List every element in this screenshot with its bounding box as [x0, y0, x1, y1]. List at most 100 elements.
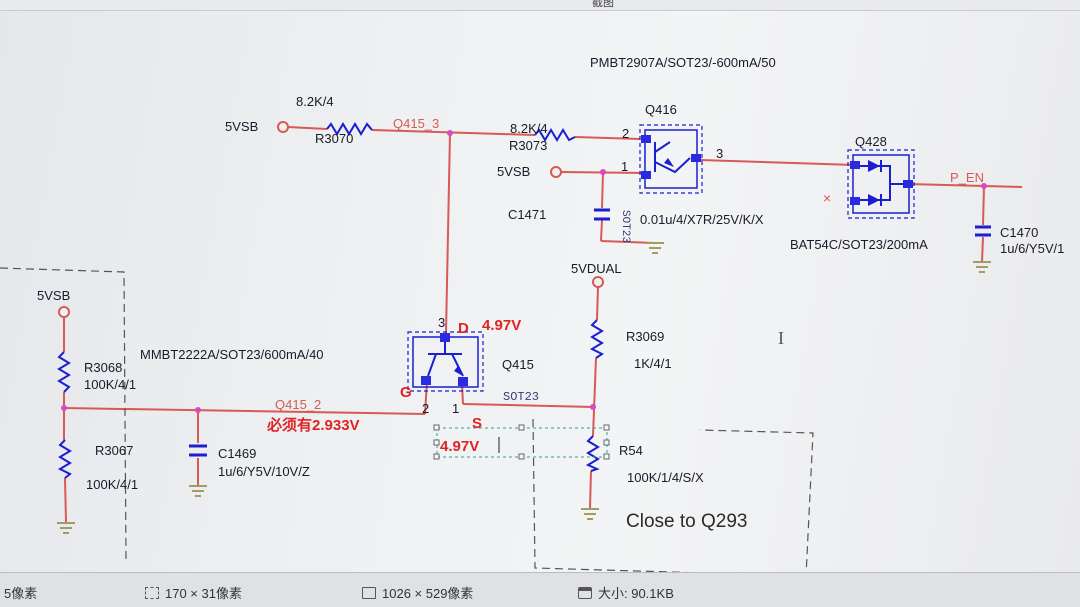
- label-q416-pin3: 3: [716, 146, 723, 161]
- q416-arrow: [664, 158, 674, 167]
- wire-c1470-drop: [982, 185, 985, 226]
- wire-c1470-ground: [981, 236, 984, 263]
- wires: [63, 126, 1023, 523]
- resistor-r3067: [57, 439, 72, 479]
- ground-r3067: [57, 522, 75, 534]
- status-selection-size: 170 × 31像素: [165, 586, 242, 601]
- label-q415-ref: Q415: [502, 357, 534, 372]
- label-q415-2-net: Q415_2: [275, 397, 321, 412]
- label-c1470-value: 1u/6/Y5V/1: [1000, 241, 1064, 256]
- resistor-r3069: [589, 319, 604, 359]
- label-q416-pin1: 1: [621, 159, 628, 174]
- label-pen-net: P_EN: [950, 170, 984, 185]
- label-r3069-value: 1K/4/1: [634, 356, 672, 371]
- region-close-to-q293: [532, 418, 814, 577]
- junction-c1470: [981, 183, 987, 189]
- annotation-g-required: 必须有2.933V: [266, 416, 360, 434]
- label-sot23-c1471: SOT23: [619, 210, 631, 243]
- junctions: [61, 130, 987, 413]
- no-connect-mark: ×: [823, 190, 831, 206]
- wire-r54-ground: [589, 470, 592, 509]
- resistor-r3070: [326, 122, 373, 136]
- label-r3069-ref: R3069: [626, 329, 664, 344]
- label-q415-package: SOT23: [503, 390, 539, 404]
- wire-emitter-node: [462, 403, 594, 408]
- label-r54-ref: R54: [619, 443, 643, 458]
- resistor-r54: [585, 435, 600, 472]
- port-5vsb-left: [58, 306, 70, 318]
- label-q428-part: BAT54C/SOT23/200mA: [790, 237, 928, 252]
- status-image-size: 1026 × 529像素: [382, 586, 474, 601]
- diode-q428: [847, 149, 915, 219]
- resistor-r3073: [534, 128, 576, 142]
- q416-pin-base: [641, 135, 651, 143]
- label-q416-pin2: 2: [622, 126, 629, 141]
- resistor-r3068: [57, 351, 71, 393]
- selection-icon: [145, 587, 159, 599]
- junction-c1469: [195, 407, 201, 413]
- port-5vsb-top: [277, 121, 289, 133]
- status-file-size: 大小: 90.1KB: [598, 586, 674, 601]
- label-c1471-ref: C1471: [508, 207, 546, 222]
- junction-left-node: [61, 405, 67, 411]
- grounds: [57, 242, 991, 534]
- q428-outline: [847, 149, 915, 219]
- q416-symbol: [654, 141, 691, 174]
- junction-emitter-node: [590, 404, 596, 410]
- status-left-text: 5像素: [4, 586, 38, 601]
- capacitors: [189, 208, 991, 457]
- wire-c1471-bottom: [600, 219, 603, 242]
- label-c1469-ref: C1469: [218, 446, 256, 461]
- q415-outline: [407, 331, 484, 392]
- label-c1471-value: 0.01u/4/X7R/25V/K/X: [640, 212, 764, 227]
- wire-c1471-top: [601, 171, 604, 209]
- label-r3068-ref: R3068: [84, 360, 122, 375]
- port-5vsb-mid: [550, 166, 562, 178]
- junction-q415-3: [447, 130, 453, 136]
- power-ports: [58, 121, 604, 318]
- label-q415-part: MMBT2222A/SOT23/600mA/40: [140, 347, 324, 362]
- transistor-q415: [407, 331, 484, 392]
- region-left: [0, 267, 127, 561]
- wire-5vdual: [596, 286, 599, 321]
- label-r3070-ref: R3070: [315, 131, 353, 146]
- status-selection: 170 × 31像素: [145, 583, 242, 602]
- selection-handles: [433, 424, 610, 460]
- image-size-icon: [362, 587, 376, 599]
- label-c1469-value: 1u/6/Y5V/10V/Z: [218, 464, 310, 479]
- disk-icon: [578, 587, 592, 599]
- q428-wiring: [860, 160, 904, 206]
- ground-c1471: [646, 242, 664, 254]
- label-5vdual: 5VDUAL: [571, 261, 622, 276]
- annotation-g-pin: G: [400, 384, 412, 401]
- label-5vsb-left: 5VSB: [37, 288, 70, 303]
- wire-q428-to-pen: [907, 183, 1023, 188]
- label-q416-ref: Q416: [645, 102, 677, 117]
- component-labels: PMBT2907A/SOT23/-600mA/50 8.2K/4 5VSB R3…: [37, 55, 1064, 532]
- q415-symbol: [427, 342, 464, 377]
- label-r3067-value: 100K/4/1: [86, 477, 138, 492]
- q415-pin-base: [421, 376, 431, 385]
- wire-to-q416-base: [574, 136, 641, 140]
- label-r3067-ref: R3067: [95, 443, 133, 458]
- annotation-d-voltage: 4.97V: [482, 317, 521, 334]
- voltage-annotations: D 4.97V G 必须有2.933V S 4.97V: [266, 317, 521, 455]
- label-r3070-value: 8.2K/4: [296, 94, 334, 109]
- ground-r54: [581, 508, 599, 520]
- window-title: 截图: [592, 0, 614, 9]
- window-titlebar: 截图: [0, 0, 1080, 11]
- wire-q416-to-q428: [699, 159, 856, 166]
- label-close-to-q293: Close to Q293: [626, 511, 747, 532]
- label-r3073-ref: R3073: [509, 138, 547, 153]
- label-q415-pin3: 3: [438, 315, 445, 330]
- annotation-s-voltage: 4.97V: [440, 438, 479, 455]
- label-q415-3-net: Q415_3: [393, 116, 439, 131]
- q416-outline: [639, 124, 703, 194]
- junction-c1471: [600, 169, 606, 175]
- status-file: 大小: 90.1KB: [578, 583, 674, 602]
- q428-pin-2: [850, 197, 860, 205]
- q415-pin-emitter: [458, 377, 468, 386]
- wire-q415-2-net: [63, 407, 426, 415]
- annotation-d-pin: D: [458, 320, 469, 337]
